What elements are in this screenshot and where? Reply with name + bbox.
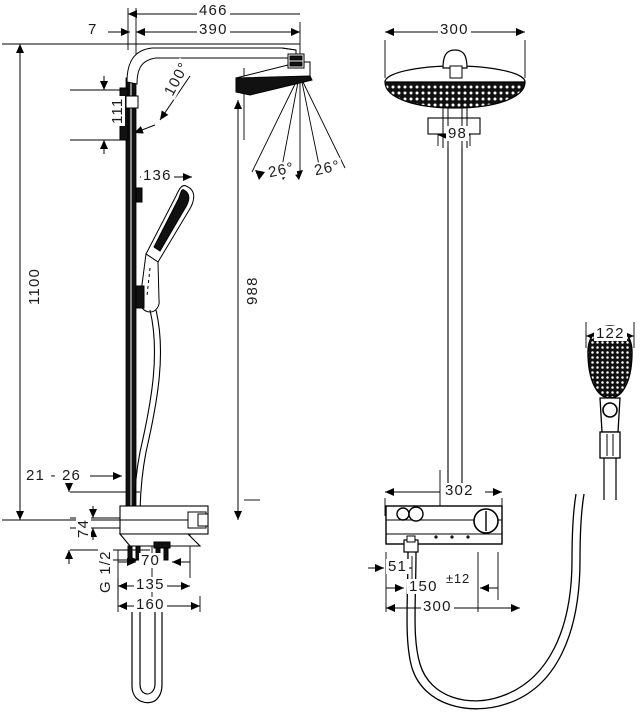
dim-label-tolerance: ±12 [444,571,472,586]
dim-label-150: 150 [407,578,440,595]
dim-label-122: 122 [594,325,627,342]
side-view-group [2,8,346,704]
dim-label-160: 160 [134,596,167,613]
dim-label-51: 51 [386,558,410,575]
dim-label-1100: 1100 [26,265,43,307]
overhead-shower-front [384,49,526,109]
spray-angle-leaders [251,81,346,173]
dim-label-135: 135 [134,576,167,593]
overhead-shower-side [235,53,313,96]
dim-label-g-half: G 1/2 [97,548,114,595]
hose-front [406,493,585,710]
dim-label-300-top: 300 [438,21,471,38]
riser-front [447,148,463,496]
thermostat-body-side [118,505,209,561]
dim-label-70: 70 [139,552,163,569]
dim-label-302: 302 [443,482,476,499]
dim-label-988: 988 [244,274,261,307]
dim-label-300-bottom: 300 [421,598,454,615]
handshower-side [139,185,195,313]
riser-pipe [125,77,137,519]
dim-label-98: 98 [446,125,470,142]
front-view-group [368,28,635,710]
dim-label-74: 74 [75,516,92,540]
bottom-u-pipes [131,612,163,704]
dim-label-390: 390 [197,21,230,38]
dim-label-111: 111 [109,95,126,126]
handshower-front [587,325,633,500]
dim-302 [385,488,502,496]
dim-label-7: 7 [86,21,100,38]
dim-label-21-26: 21 - 26 [24,467,84,484]
dim-label-136: 136 [141,167,174,184]
thermostat-bar-front [385,505,503,553]
hose-side [133,309,162,519]
dim-label-466: 466 [197,2,230,19]
handshower-holder [135,187,145,309]
